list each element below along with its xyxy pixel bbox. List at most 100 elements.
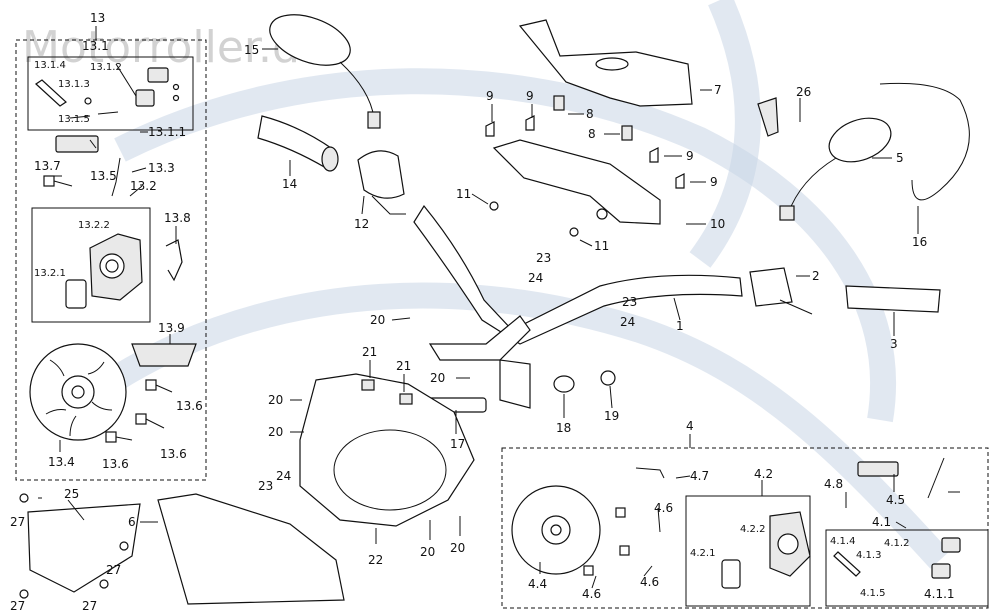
hose-4-3 [927, 457, 945, 499]
callout-13-1-2: 13.1.2 [90, 62, 122, 73]
callout-27-c: 27 [10, 599, 25, 612]
callout-14: 14 [282, 177, 297, 191]
lower-cover-22 [299, 373, 475, 527]
brake-pad-13-5 [55, 135, 99, 153]
callout-9-b: 9 [526, 89, 534, 103]
callout-4-4: 4.4 [528, 577, 547, 591]
handlebar-cover-lower-10 [492, 139, 661, 225]
throttle-housing-12 [357, 150, 406, 215]
callout-20-e: 20 [420, 545, 435, 559]
callout-11-a: 11 [456, 187, 471, 201]
callout-23-c: 23 [258, 479, 273, 493]
grip-14 [257, 115, 339, 172]
clip-21-b [399, 393, 413, 405]
callout-13-1-1: 13.1.1 [148, 125, 186, 139]
callout-13-4: 13.4 [48, 455, 75, 469]
callout-4-8: 4.8 [824, 477, 843, 491]
callout-4-6-a: 4.6 [654, 501, 673, 515]
callout-2: 2 [812, 269, 820, 283]
callout-4-1-4: 4.1.4 [830, 536, 855, 547]
callout-16: 16 [912, 235, 927, 249]
callout-26: 26 [796, 85, 811, 99]
callout-21-a: 21 [362, 345, 377, 359]
mirror-15 [269, 14, 381, 129]
callout-20-b: 20 [430, 371, 445, 385]
bolt-13-7 [43, 175, 73, 187]
clip-8-b [621, 125, 633, 141]
callout-8-b: 8 [588, 127, 596, 141]
brake-pad-4-5 [857, 461, 899, 477]
clip-8-a [553, 95, 565, 111]
lever-switch-4-1 [833, 537, 961, 579]
handlebar-cover-upper-7 [518, 19, 693, 107]
callout-13-6-c: 13.6 [102, 457, 129, 471]
brake-lever-switch-assembly [35, 63, 180, 115]
callout-13-1-5: 13.1.5 [58, 114, 90, 125]
callout-4-1: 4.1 [872, 515, 891, 529]
group-13-box [15, 26, 207, 481]
callout-25: 25 [64, 487, 79, 501]
callout-13-2: 13.2 [130, 179, 157, 193]
brake-disc-4-4 [511, 485, 601, 575]
windshield-25 [27, 503, 141, 593]
callout-6: 6 [128, 515, 136, 529]
callout-23-a: 23 [536, 251, 551, 265]
callout-13-6-b: 13.6 [160, 447, 187, 461]
brake-hose-13-3 [111, 157, 121, 197]
brake-disc-13-4 [29, 343, 127, 441]
callout-4-7: 4.7 [690, 469, 709, 483]
callout-13-9: 13.9 [158, 321, 185, 335]
callout-20-d: 20 [268, 425, 283, 439]
callout-13-2-2: 13.2.2 [78, 220, 110, 231]
callout-13-7: 13.7 [34, 159, 61, 173]
callout-13-3: 13.3 [148, 161, 175, 175]
callout-9-a: 9 [486, 89, 494, 103]
cable-16 [879, 82, 970, 201]
callout-11-b: 11 [594, 239, 609, 253]
callout-24-b: 24 [620, 315, 635, 329]
stem-and-clamp [427, 315, 616, 413]
brake-caliper-4-2 [721, 511, 811, 589]
bolts-27 [19, 493, 129, 599]
group-4-box [501, 434, 989, 609]
callout-13: 13 [90, 11, 105, 25]
mirror-5 [779, 117, 892, 221]
callout-24-c: 24 [276, 469, 291, 483]
watermark-swoosh [51, 0, 950, 569]
callout-20-f: 20 [450, 541, 465, 555]
callout-4-2: 4.2 [754, 467, 773, 481]
callout-3: 3 [890, 337, 898, 351]
callout-17: 17 [450, 437, 465, 451]
callout-27-d: 27 [82, 599, 97, 612]
screws-9 [485, 115, 685, 189]
callout-4-1-3: 4.1.3 [856, 550, 881, 561]
callout-13-5: 13.5 [90, 169, 117, 183]
callout-20-c: 20 [268, 393, 283, 407]
callout-18: 18 [556, 421, 571, 435]
callout-7: 7 [714, 83, 722, 97]
bracket-13-8 [165, 239, 183, 282]
callout-labels: 13 13.1 13.1.4 13.1.2 13.1.3 13.1.5 13.1… [10, 11, 955, 612]
callout-1: 1 [676, 319, 684, 333]
callout-4-6-b: 4.6 [640, 575, 659, 589]
callout-5: 5 [896, 151, 904, 165]
callout-27-b: 27 [106, 563, 121, 577]
callout-9-c: 9 [686, 149, 694, 163]
brake-caliper-13-2 [65, 233, 143, 309]
callout-13-8: 13.8 [164, 211, 191, 225]
callout-13-2-1: 13.2.1 [34, 268, 66, 279]
part-26 [757, 97, 779, 137]
callout-4-5: 4.5 [886, 493, 905, 507]
callout-13-1-4: 13.1.4 [34, 60, 66, 71]
callout-4-1-2: 4.1.2 [884, 538, 909, 549]
switch-housing-2 [749, 267, 813, 315]
leader-lines [38, 48, 960, 589]
callout-4-2-1: 4.2.1 [690, 548, 715, 559]
callout-4-1-1: 4.1.1 [924, 587, 955, 601]
screws-11 [489, 201, 579, 237]
bolts-13-6 [105, 379, 173, 443]
bracket-4-7 [635, 467, 665, 479]
callout-23-b: 23 [622, 295, 637, 309]
grip-3 [845, 285, 941, 313]
